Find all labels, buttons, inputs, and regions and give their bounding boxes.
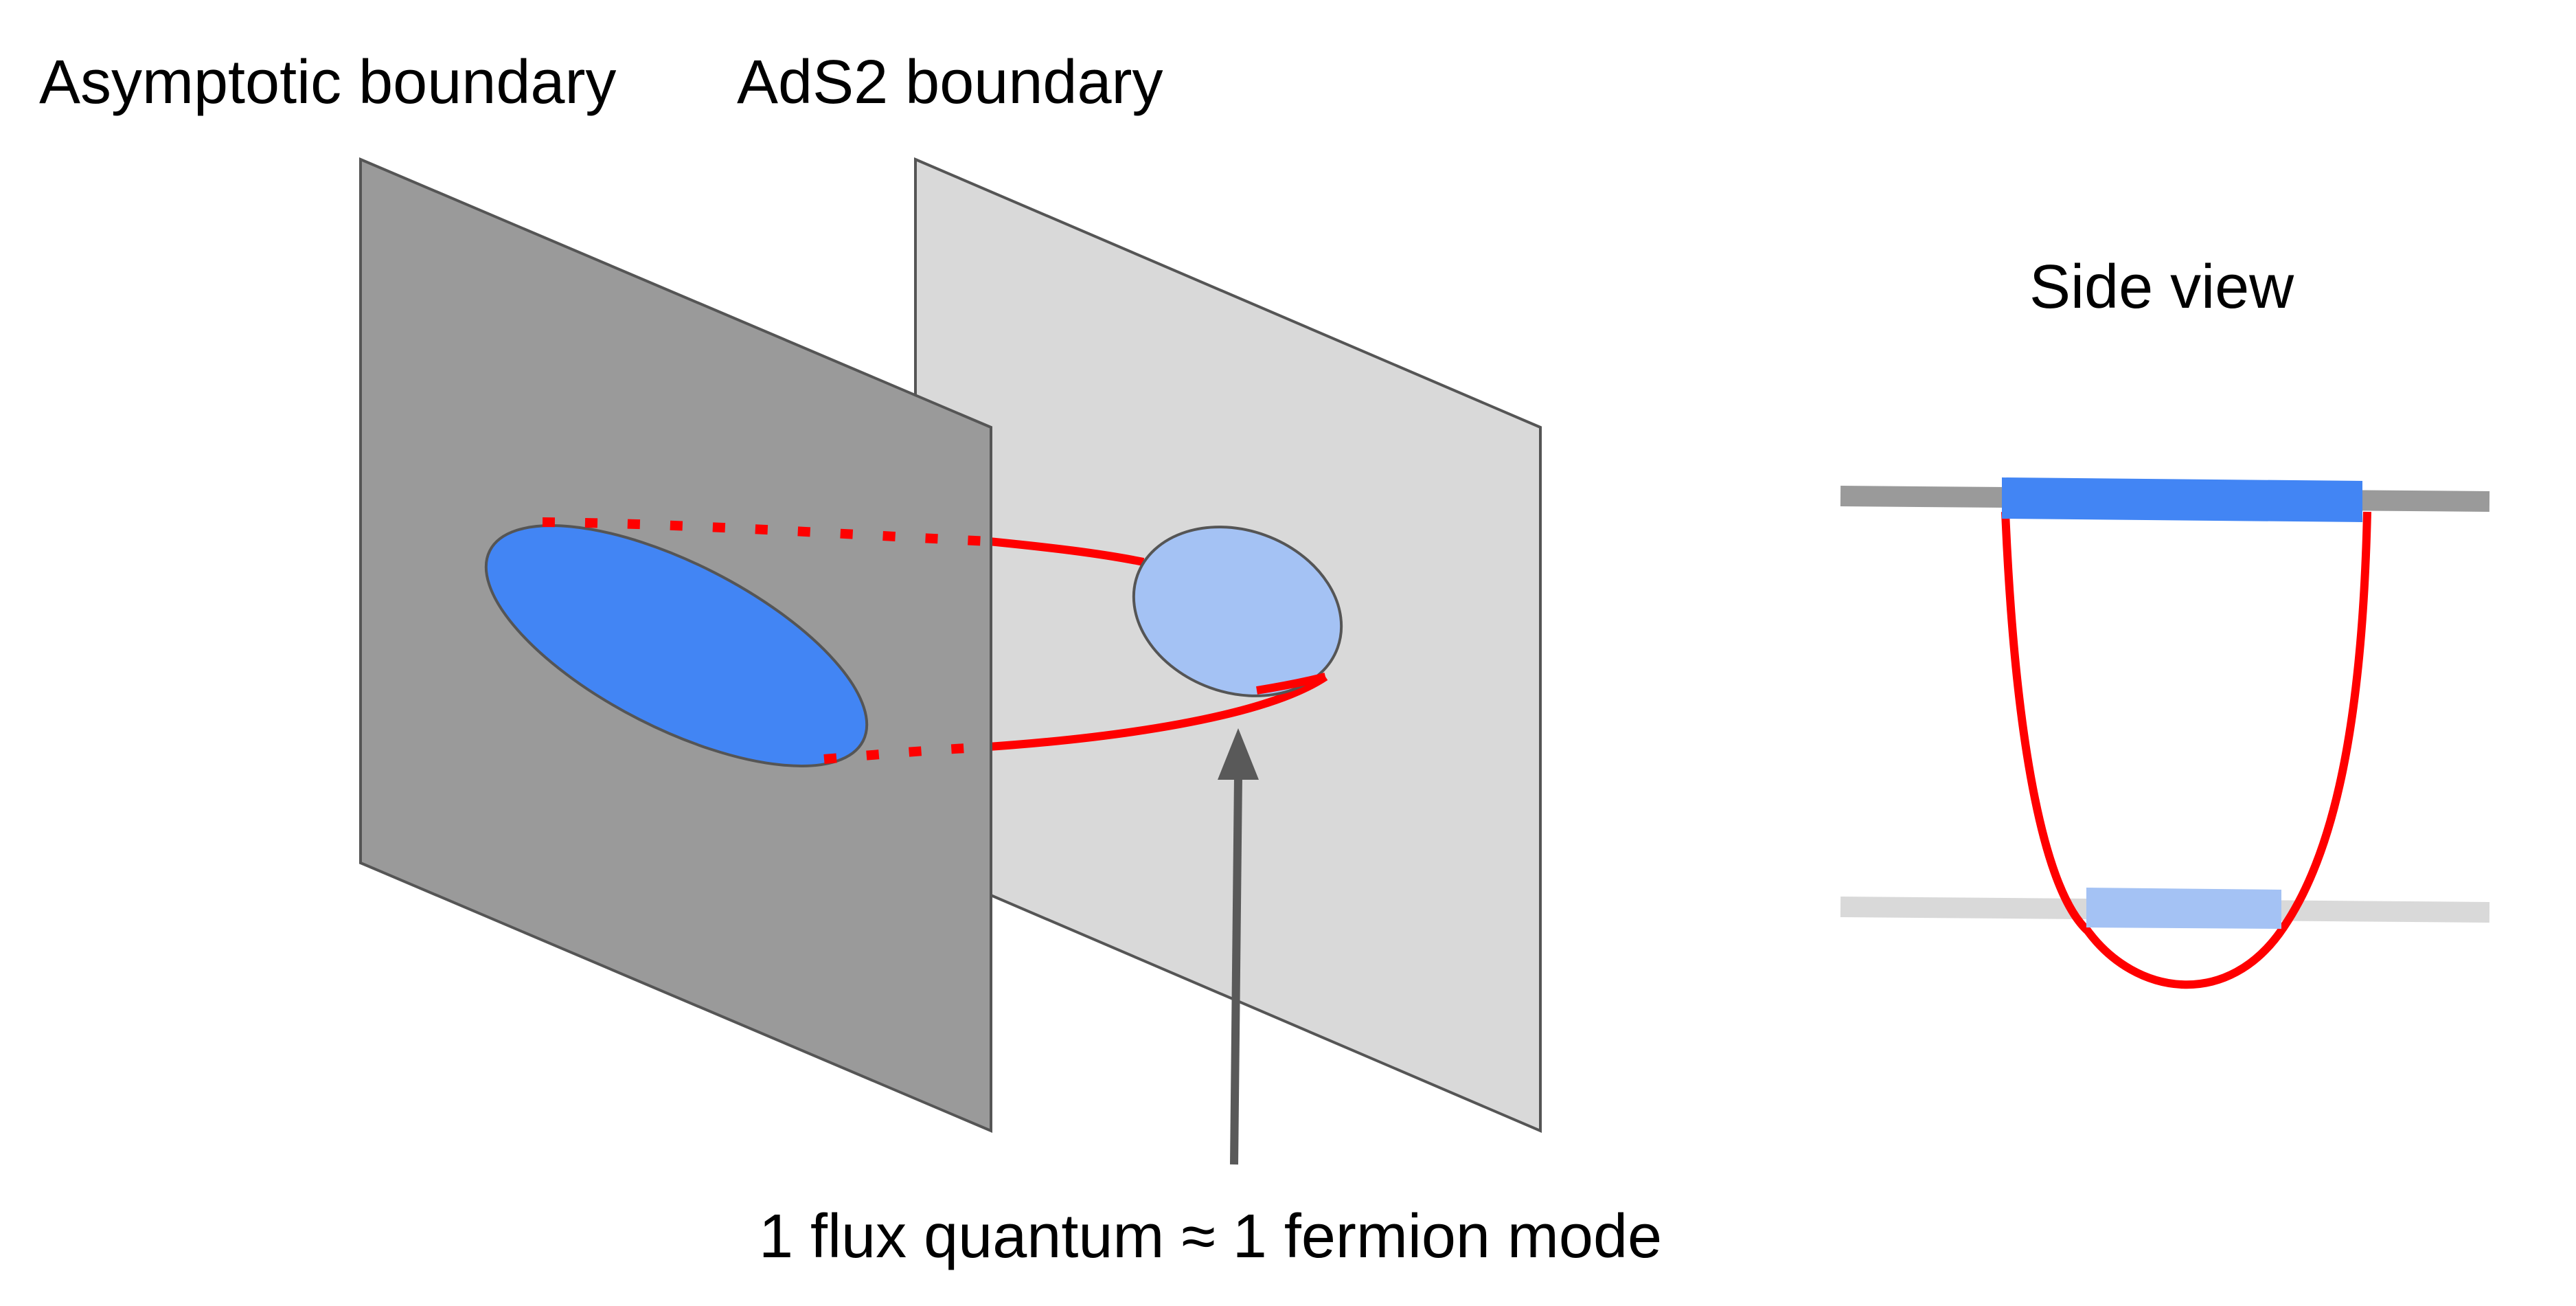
side-view-title: Side view: [2029, 253, 2294, 322]
red-flux-line-top-solid: [988, 537, 1145, 566]
side-view-asymptotic-disk: [2002, 477, 2362, 522]
caption-arrow-head: [1218, 728, 1259, 780]
flux-caption: 1 flux quantum ≈ 1 fermion mode: [759, 1202, 1662, 1271]
red-flux-line-bottom-dotted: [823, 743, 979, 764]
red-flux-line-bottom-solid: [978, 673, 1328, 752]
red-flux-line-top-dotted: [542, 517, 990, 546]
caption-arrow-shaft: [1230, 776, 1242, 1165]
side-view-red-curve: [2001, 511, 2371, 989]
ads2-boundary-label: AdS2 boundary: [737, 48, 1163, 117]
asymptotic-disk: [484, 524, 869, 767]
side-view-ads2-disk: [2086, 888, 2281, 929]
red-flux-line-disk-segment: [1256, 673, 1327, 695]
ads2-disk: [1132, 526, 1343, 697]
asymptotic-boundary-label: Asymptotic boundary: [39, 48, 616, 117]
